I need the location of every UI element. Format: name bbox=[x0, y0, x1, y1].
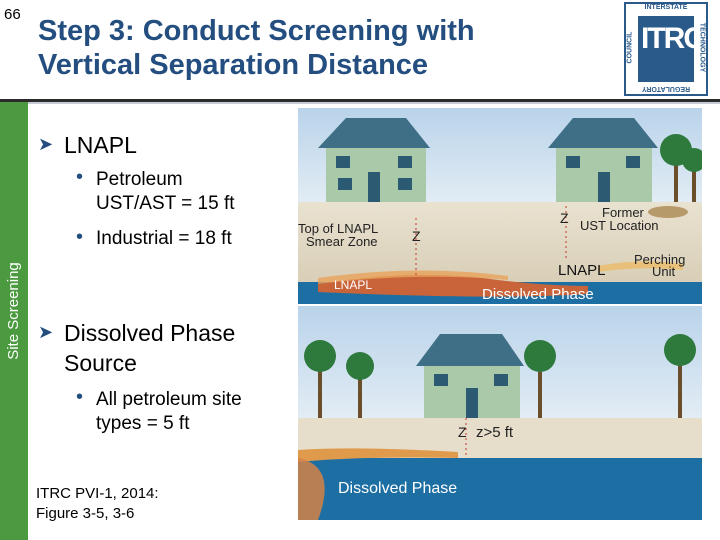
sub-bullet-all-petroleum-line2: types = 5 ft bbox=[96, 413, 190, 434]
z-label-bottom: Z bbox=[458, 424, 467, 440]
sub-bullet-all-petroleum-line1: All petroleum site bbox=[96, 389, 242, 410]
sub-bullet-petroleum-line2: UST/AST = 15 ft bbox=[96, 193, 235, 214]
bullet-lnapl: LNAPL bbox=[64, 132, 137, 158]
title-divider-shadow bbox=[0, 102, 720, 104]
lnapl-tag: LNAPL bbox=[334, 278, 373, 292]
citation: ITRC PVI-1, 2014: Figure 3-5, 3-6 bbox=[36, 484, 159, 524]
unit-text: Unit bbox=[652, 264, 676, 279]
top-of-lnapl-label: Top of LNAPL Smear Zone bbox=[298, 222, 378, 248]
tree-icon bbox=[660, 134, 706, 202]
section-label: Site Screening bbox=[5, 262, 22, 360]
sub-bullet-petroleum-line1: Petroleum bbox=[96, 169, 183, 190]
logo-top-text: INTERSTATE bbox=[644, 4, 688, 11]
slide-title: Step 3: Conduct Screening with Vertical … bbox=[38, 14, 598, 82]
former-text: Former bbox=[602, 205, 644, 220]
section-sidebar bbox=[0, 102, 28, 540]
bullet-dissolved-phase: Dissolved Phase Source bbox=[64, 318, 235, 378]
sub-bullet-dot-icon: • bbox=[76, 166, 84, 188]
bullet-dissolved-line2: Source bbox=[64, 350, 137, 376]
bullet-dissolved-line1: Dissolved Phase bbox=[64, 320, 236, 346]
sub-bullet-petroleum: Petroleum UST/AST = 15 ft bbox=[96, 168, 235, 216]
ust-location-text: UST Location bbox=[580, 218, 659, 233]
logo-bottom-text: REGULATORY bbox=[641, 85, 691, 92]
z-label-right: Z bbox=[560, 210, 569, 226]
house-right-icon bbox=[548, 118, 658, 202]
dissolved-phase-diagram: Z z>5 ft Dissolved Phase bbox=[298, 306, 702, 520]
title-line-2: Vertical Separation Distance bbox=[38, 49, 429, 81]
citation-line2: Figure 3-5, 3-6 bbox=[36, 505, 135, 522]
sub-bullet-all-petroleum: All petroleum site types = 5 ft bbox=[96, 388, 242, 436]
bullet-arrow-icon: ➤ bbox=[38, 134, 54, 154]
perching-unit-label: Perching Unit bbox=[634, 252, 686, 279]
citation-line1: ITRC PVI-1, 2014: bbox=[36, 485, 159, 502]
smear-zone-text: Smear Zone bbox=[306, 234, 378, 249]
house-bottom-icon bbox=[416, 334, 524, 418]
slide-number: 66 bbox=[4, 6, 21, 23]
top-of-lnapl-text: Top of LNAPL bbox=[298, 221, 379, 236]
perching-text: Perching bbox=[634, 252, 686, 267]
house-left-icon bbox=[318, 118, 430, 202]
dissolved-phase-label-bottom: Dissolved Phase bbox=[338, 480, 458, 497]
former-ust-label: Former UST Location bbox=[580, 206, 659, 232]
z-label-left: Z bbox=[412, 228, 421, 244]
z-greater-label: z>5 ft bbox=[476, 424, 514, 441]
lnapl-diagram: Top of LNAPL Smear Zone Z Z Former UST L… bbox=[298, 108, 706, 304]
tree-icon bbox=[304, 334, 696, 418]
sub-bullet-industrial: Industrial = 18 ft bbox=[96, 228, 232, 249]
logo-center-text: ITRC bbox=[641, 22, 705, 55]
sub-bullet-dot-icon: • bbox=[76, 226, 84, 248]
dissolved-phase-label: Dissolved Phase bbox=[482, 286, 594, 303]
title-divider bbox=[0, 99, 720, 102]
bullet-arrow-icon: ➤ bbox=[38, 322, 54, 342]
title-line-1: Step 3: Conduct Screening with bbox=[38, 15, 475, 47]
itrc-logo: ITRC INTERSTATE REGULATORY COUNCIL TECHN… bbox=[624, 2, 708, 96]
lnapl-large-label: LNAPL bbox=[558, 262, 606, 279]
sub-bullet-dot-icon: • bbox=[76, 386, 84, 408]
logo-right-text: TECHNOLOGY bbox=[698, 22, 706, 73]
logo-left-text: COUNCIL bbox=[626, 31, 634, 64]
